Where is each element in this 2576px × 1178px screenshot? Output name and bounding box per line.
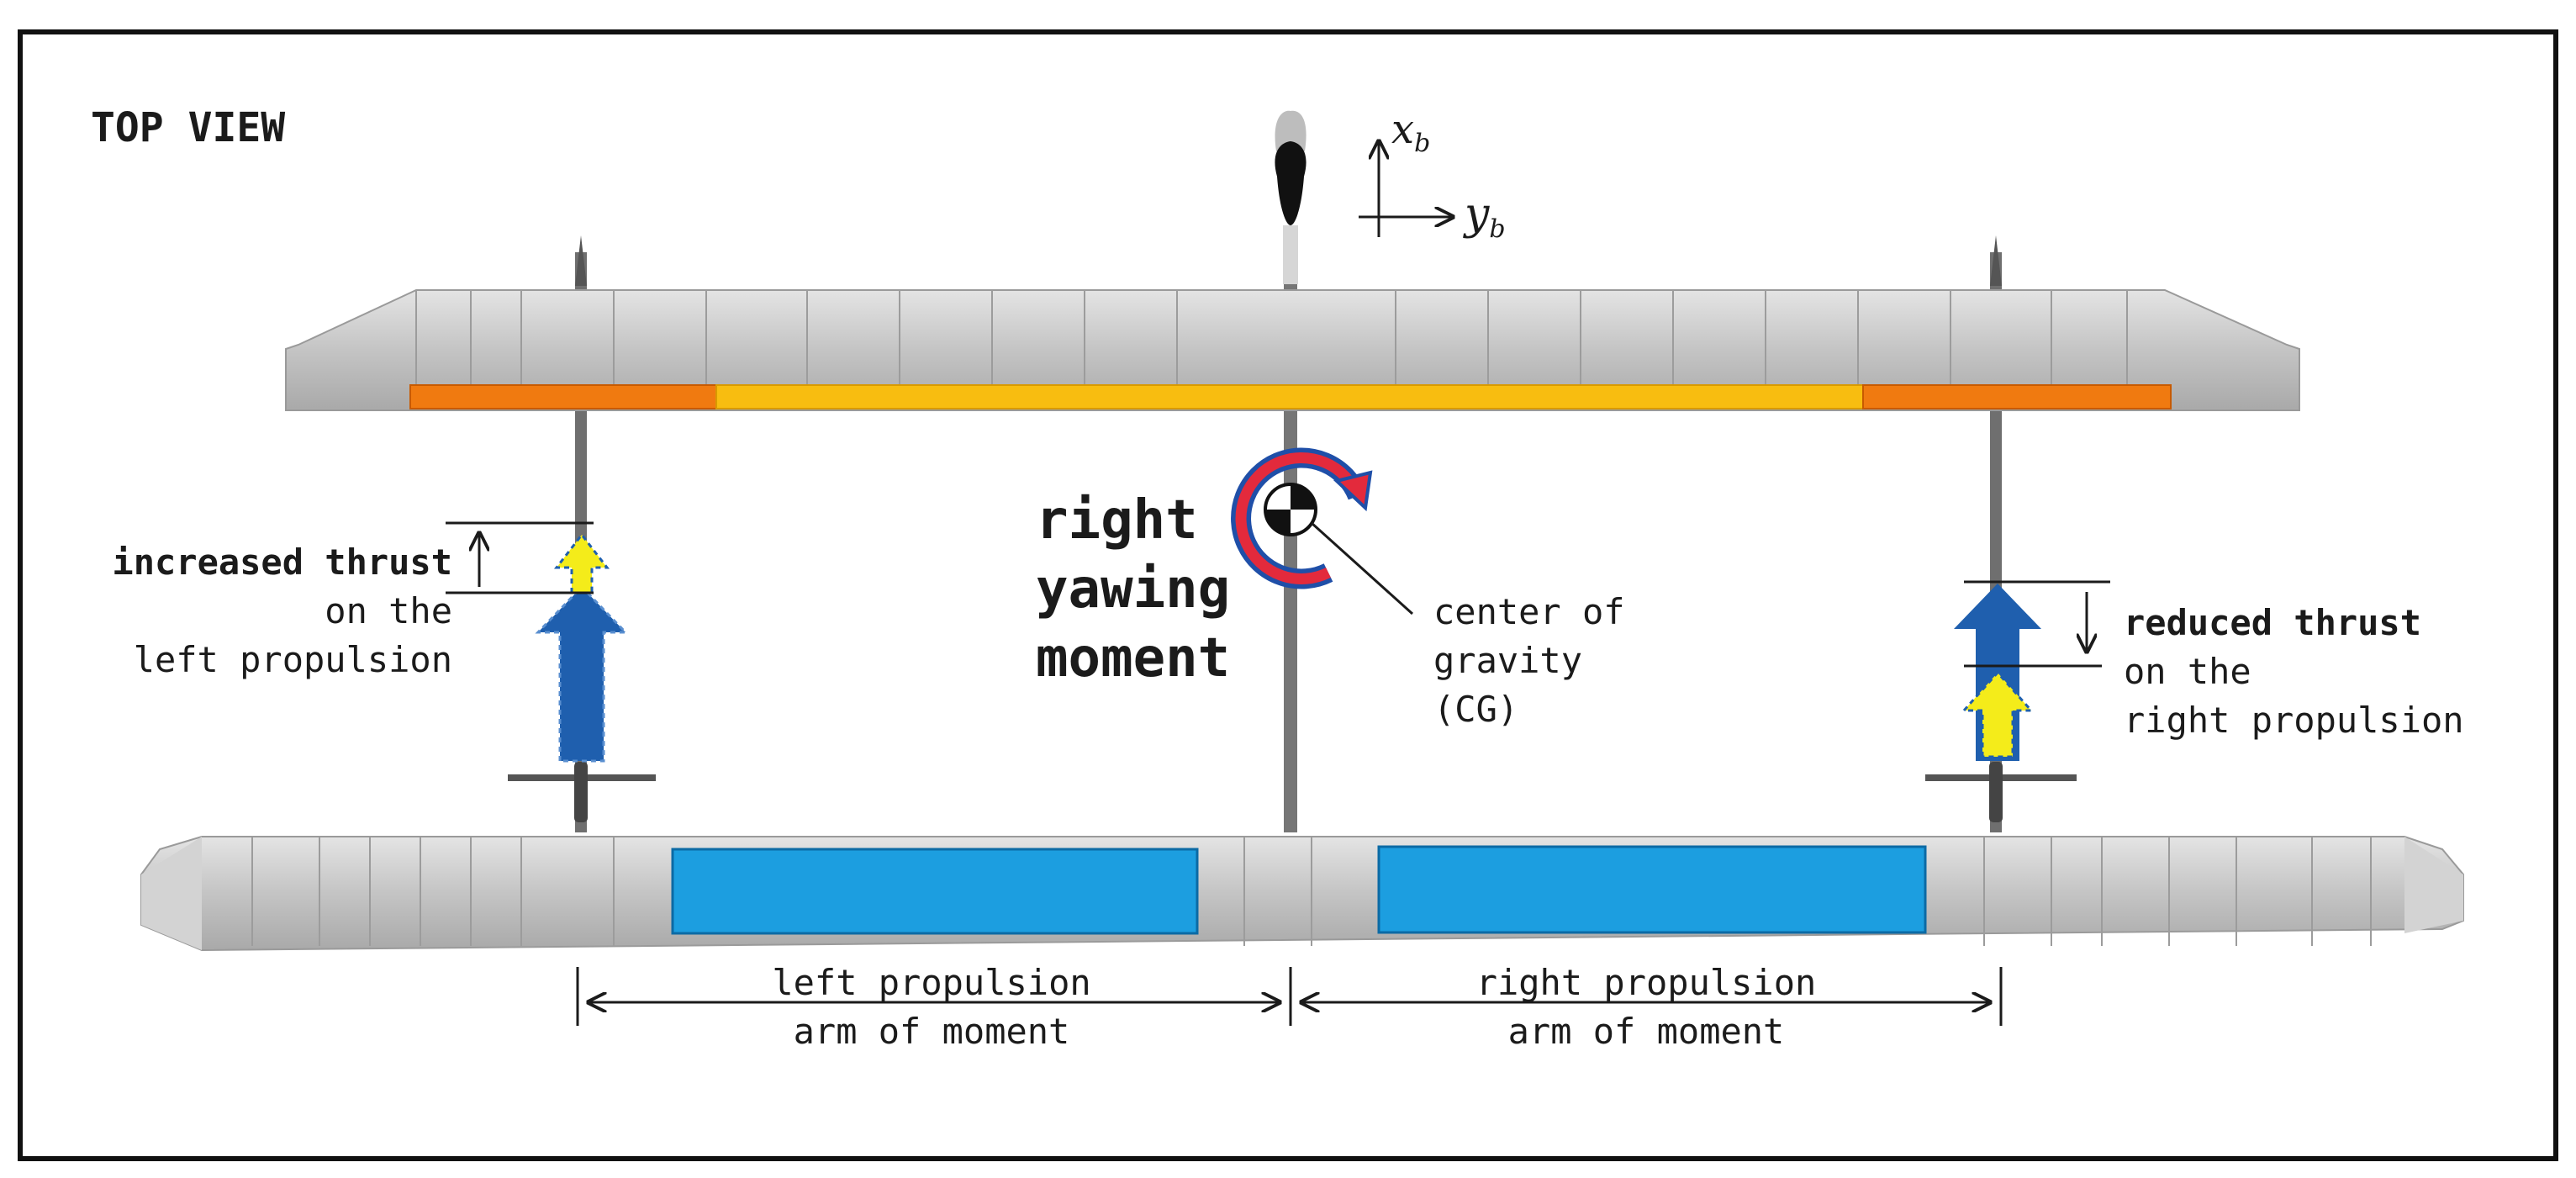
right-boom-tip [1990,235,2002,286]
right-motor [1989,762,2003,822]
left-arm-label-line2: arm of moment [794,1011,1070,1052]
propellers [508,762,2077,822]
moment-arrowhead [1333,470,1373,512]
cg-symbol [1264,483,1414,615]
cg-label-line3: (CG) [1433,689,1518,730]
left-thrust-label-line3: left propulsion [134,639,452,680]
nose-cone [1275,110,1306,284]
front-wing [285,289,2300,411]
rear-wing-panel-left [671,848,1199,935]
left-thrust-label-line2: on the [325,590,452,631]
right-thrust-arrows [1954,584,2041,761]
y-axis-label: yb [1463,189,1506,244]
cg-label-line1: center of [1433,591,1625,632]
reduced-thrust-indicator [1964,580,2110,668]
arm-dimension-lines [576,967,2003,1026]
moment-label-line2: yawing [1036,558,1230,621]
moment-label-line1: right [1036,489,1198,552]
right-arm-label-line2: arm of moment [1508,1011,1785,1052]
right-thrust-label-bold: reduced thrust [2124,602,2421,643]
right-thrust-label-line3: right propulsion [2124,700,2464,741]
right-yellow-thrust-arrow [1961,670,2035,758]
x-axis-label: xb [1391,106,1430,158]
left-thrust-label-bold: increased thrust [112,541,452,583]
moment-label-line3: moment [1036,627,1230,689]
front-wing-strip-center [715,384,1864,409]
rear-wing-panel-right [1377,845,1927,934]
front-wing-strip-right [1862,384,2172,409]
increased-thrust-indicator [446,521,594,594]
left-thrust-arrows [535,532,629,763]
left-motor [574,762,588,822]
view-label: TOP VIEW [91,104,285,151]
yawing-moment-arrow [1231,447,1373,589]
cg-label-line2: gravity [1433,640,1582,681]
left-boom-tip [575,235,587,286]
left-blue-thrust-arrow [535,584,629,763]
rear-wing [140,836,2464,952]
front-wing-strip-left [409,384,717,409]
right-arm-label-line1: right propulsion [1476,962,1817,1003]
moment-arc [1235,452,1364,584]
left-yellow-thrust-arrow [553,532,610,594]
body-axes: xb yb [1359,106,1506,244]
right-thrust-label-line2: on the [2124,651,2251,692]
center-fuselage [1284,277,1297,832]
left-arm-label-line1: left propulsion [772,962,1090,1003]
